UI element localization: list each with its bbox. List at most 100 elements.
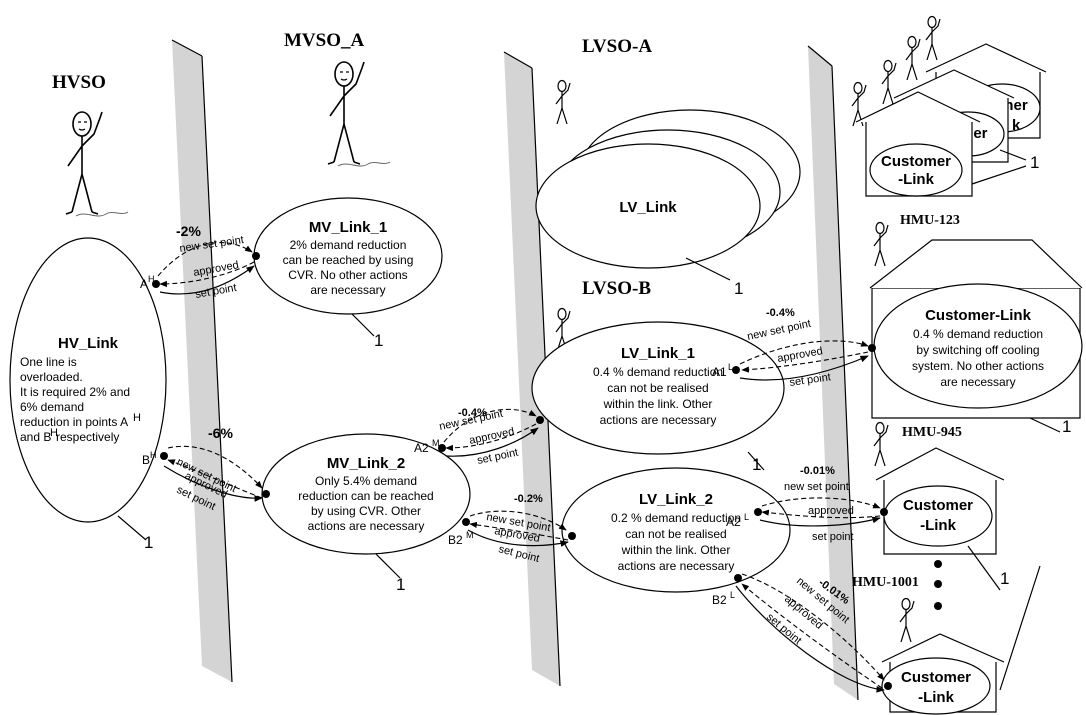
svg-text:Customer-Link: Customer-Link (925, 307, 1032, 324)
svg-text:-0.4%: -0.4% (766, 307, 795, 319)
link-lv1-customer (732, 340, 876, 381)
svg-text:overloaded.: overloaded. (20, 370, 83, 384)
svg-text:new set point: new set point (784, 481, 849, 493)
lvso-a-operator-icon (555, 79, 571, 125)
svg-text:2% demand reduction: 2% demand reduction (290, 238, 407, 252)
svg-text:-Link: -Link (898, 171, 934, 188)
svg-text:LV_Link_2: LV_Link_2 (639, 491, 713, 508)
heading-lvso-a: LVSO-A (582, 36, 652, 57)
svg-text:new set point: new set point (746, 318, 812, 343)
multiplicity-mv1: 1 (374, 331, 383, 350)
svg-text:M: M (432, 438, 440, 448)
svg-text:set point: set point (789, 371, 832, 389)
multiplicity-mv2: 1 (396, 575, 405, 594)
lv-link-node: LV_Link (535, 109, 801, 269)
svg-text:-0.2%: -0.2% (514, 493, 543, 505)
svg-text:-Link: -Link (918, 689, 954, 706)
svg-text:actions are necessary: actions are necessary (618, 559, 735, 573)
customer-operator-icon-2 (905, 35, 921, 81)
svg-text:-0.4%: -0.4% (458, 407, 487, 419)
svg-text:within the link. Other: within the link. Other (621, 543, 731, 557)
svg-text:within the link. Other: within the link. Other (603, 397, 713, 411)
svg-text:-2%: -2% (176, 223, 201, 239)
link-mv2-lv2 (462, 510, 576, 547)
svg-text:are necessary: are necessary (940, 375, 1015, 389)
multiplicity-lv: 1 (734, 279, 743, 298)
hv-link-node: HV_Link One line is overloaded. It is re… (9, 237, 167, 523)
link-lv2-customer-1001 (734, 573, 892, 693)
svg-text:reduction can be reached: reduction can be reached (298, 489, 433, 503)
mv-link-1-node: MV_Link_1 2% demand reduction can be rea… (253, 197, 443, 315)
svg-text:LV_Link_1: LV_Link_1 (621, 345, 695, 362)
svg-text:MV_Link_2: MV_Link_2 (327, 455, 405, 472)
hv-link-title: HV_Link (58, 335, 119, 352)
svg-text:actions are necessary: actions are necessary (600, 413, 717, 427)
link-lv2-customer-945 (754, 497, 888, 527)
customer-link-hmu-1001-node: Customer -Link (881, 633, 1005, 715)
hmu-123-operator-icon (873, 221, 889, 267)
customer-link-hmu-945-node: Customer -Link (875, 447, 1005, 555)
svg-text:A: A (140, 277, 148, 291)
svg-text:set point: set point (476, 447, 519, 467)
svg-text:reduction in points A: reduction in points A (20, 415, 128, 429)
hmu-123-label: HMU-123 (900, 213, 960, 228)
heading-mvso-a: MVSO_A (284, 30, 365, 51)
svg-text:L: L (744, 512, 749, 522)
svg-text:MV_Link_1: MV_Link_1 (309, 219, 387, 236)
customer-link-stack: tomer k mer Customer -Link (855, 43, 1047, 197)
multiplicity-cust-123: 1 (1062, 417, 1071, 436)
svg-text:k: k (1012, 117, 1021, 134)
svg-text:by using CVR. Other: by using CVR. Other (311, 504, 421, 518)
hmu-1001-operator-icon (899, 597, 915, 643)
svg-text:LV_Link: LV_Link (619, 199, 677, 216)
svg-text:0.2 % demand reduction: 0.2 % demand reduction (611, 511, 741, 525)
svg-text:M: M (466, 530, 474, 540)
svg-text:can not be realised: can not be realised (607, 381, 708, 395)
svg-text:H: H (133, 412, 141, 424)
svg-text:can not be realised: can not be realised (625, 527, 726, 541)
lv-link-2-node: LV_Link_2 0.2 % demand reduction can not… (561, 467, 791, 593)
svg-text:B2: B2 (712, 593, 727, 607)
svg-text:are necessary: are necessary (310, 283, 385, 297)
svg-text:by switching off cooling: by switching off cooling (916, 343, 1039, 357)
svg-text:H: H (150, 450, 157, 460)
wall-lv-customer (807, 45, 859, 701)
customer-operator-icon-1 (925, 15, 941, 61)
svg-text:approved: approved (808, 505, 854, 517)
svg-text:0.4 % demand reduction: 0.4 % demand reduction (913, 327, 1043, 341)
svg-text:respectively: respectively (56, 430, 119, 444)
svg-text:system. No other actions: system. No other actions (912, 359, 1044, 373)
mvso-operator-icon (327, 61, 391, 167)
hvso-operator-icon (65, 111, 129, 217)
heading-hvso: HVSO (52, 72, 106, 93)
multiplicity-hv: 1 (144, 533, 153, 552)
hmu-945-label: HMU-945 (902, 425, 962, 440)
svg-text:A2: A2 (726, 515, 741, 529)
svg-text:set point: set point (812, 531, 854, 543)
svg-text:Customer: Customer (903, 497, 973, 514)
svg-text:B2: B2 (448, 533, 463, 547)
svg-text:0.4 % demand reduction: 0.4 % demand reduction (593, 365, 723, 379)
svg-text:H: H (148, 274, 155, 284)
svg-text:L: L (730, 590, 735, 600)
wall-hv-mv (171, 39, 233, 683)
heading-lvso-b: LVSO-B (582, 278, 651, 299)
link-hv-mv2 (160, 445, 270, 502)
svg-text:and B: and B (20, 430, 51, 444)
mv-link-2-node: MV_Link_2 Only 5.4% demand reduction can… (261, 433, 471, 555)
link-mv2-lv1 (438, 408, 544, 457)
more-customers-dots (934, 560, 942, 610)
lv-link-1-node: LV_Link_1 0.4 % demand reduction can not… (531, 321, 785, 455)
svg-text:L: L (728, 362, 733, 372)
svg-text:can be reached by using: can be reached by using (283, 253, 414, 267)
svg-text:approved: approved (468, 426, 515, 447)
multiplicity-cust-945: 1 (1000, 569, 1009, 588)
svg-text:CVR. No other actions: CVR. No other actions (288, 268, 407, 282)
link-hv-mv1 (152, 242, 260, 295)
svg-text:Only 5.4% demand: Only 5.4% demand (315, 474, 417, 488)
svg-text:B: B (142, 453, 150, 467)
svg-text:A1: A1 (712, 365, 727, 379)
svg-text:Customer: Customer (901, 669, 971, 686)
svg-text:H: H (50, 427, 58, 439)
